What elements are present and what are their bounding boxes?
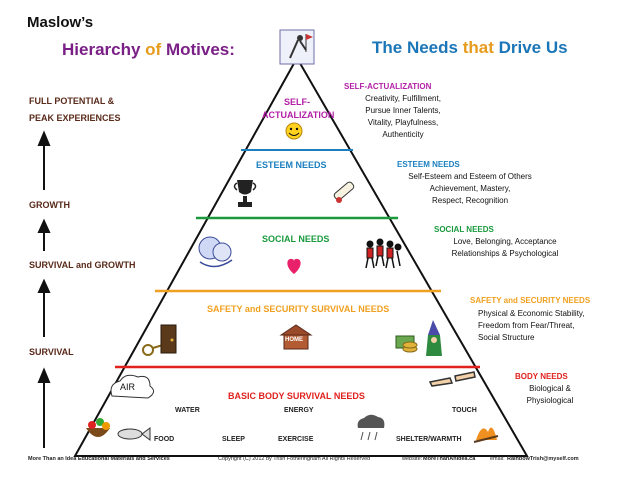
trophy-icon — [233, 180, 257, 207]
house-icon — [279, 324, 313, 350]
label-full-potential: FULL POTENTIAL & PEAK EXPERIENCES — [29, 93, 121, 127]
side-self-line: Vitality, Playfulness, — [367, 118, 439, 127]
footer-email-label: email: — [490, 456, 505, 462]
side-esteem-line: Self-Esteem and Esteem of Others — [408, 172, 532, 181]
side-social-body: Love, Belonging, Acceptance Relationship… — [440, 236, 570, 260]
title-needs-prefix: The Needs — [372, 38, 463, 57]
climber-icon — [279, 29, 315, 65]
tier-esteem: ESTEEM NEEDS — [256, 160, 327, 170]
campfire-icon — [473, 427, 499, 443]
money-icon — [395, 335, 418, 353]
side-self-body: Creativity, Fulfillment, Pursue Inner Ta… — [353, 93, 453, 141]
footer-org: More Than an Idea Educational Materials … — [28, 456, 170, 462]
side-social-line: Relationships & Psychological — [451, 249, 559, 258]
touch-label: TOUCH — [452, 407, 477, 414]
water-label: WATER — [175, 407, 200, 414]
side-esteem-line: Achievement, Mastery, — [429, 184, 511, 193]
sleep-label: SLEEP — [222, 436, 245, 443]
label-survival-growth: SURVIVAL and GROWTH — [29, 260, 136, 270]
title-needs: The Needs that Drive Us — [372, 38, 568, 58]
side-self-line: Creativity, Fulfillment, — [365, 94, 441, 103]
fruit-basket-icon — [86, 418, 110, 437]
tier-self-line1: SELF- — [284, 97, 310, 107]
side-body-line: Biological & — [529, 384, 571, 393]
side-safety-line: Social Structure — [478, 333, 535, 342]
side-safety-body: Physical & Economic Stability, Freedom f… — [478, 308, 598, 344]
label-full-potential-line2: PEAK EXPERIENCES — [29, 113, 121, 123]
side-body-line: Physiological — [526, 396, 574, 405]
label-survival: SURVIVAL — [29, 347, 74, 357]
shelter-label: SHELTER/WARMTH — [396, 436, 462, 443]
side-body-body: Biological & Physiological — [515, 383, 585, 407]
side-safety-line: Freedom from Fear/Threat, — [478, 321, 575, 330]
air-label: AIR — [120, 382, 136, 392]
growth-arrows — [37, 130, 51, 448]
side-esteem-line: Respect, Recognition — [431, 196, 509, 205]
tier-self-line2: ACTUALIZATION — [262, 110, 335, 120]
side-social-head: SOCIAL NEEDS — [434, 225, 494, 234]
side-esteem-body: Self-Esteem and Esteem of Others Achieve… — [400, 171, 540, 207]
wizard-icon — [426, 320, 442, 356]
smiley-icon — [285, 122, 303, 140]
footer-website-label: website: — [402, 456, 423, 462]
label-growth: GROWTH — [29, 200, 70, 210]
side-social-line: Love, Belonging, Acceptance — [453, 237, 557, 246]
label-full-potential-line1: FULL POTENTIAL & — [29, 96, 115, 106]
title-maslow: Maslow’s — [27, 14, 94, 31]
pyramid-outline — [73, 55, 529, 457]
footer-website[interactable]: MoreThanAnIdea.ca — [423, 456, 476, 462]
exercise-label: EXERCISE — [278, 436, 314, 443]
tier-basic: BASIC BODY SURVIVAL NEEDS — [228, 391, 365, 401]
energy-label: ENERGY — [284, 407, 314, 414]
rain-cloud-icon — [357, 414, 385, 441]
hands-touching-icon — [428, 371, 476, 387]
tier-social: SOCIAL NEEDS — [262, 234, 330, 244]
title-hierarchy-of: of — [145, 40, 162, 59]
footer-copyright: Copyright (C) 2012 by Trish Fotheringham… — [218, 456, 371, 462]
title-needs-that: that — [462, 38, 494, 57]
cloud-icon — [110, 374, 154, 399]
title-hierarchy-suffix: Motives: — [161, 40, 235, 59]
tier-self-actualization: SELF- ACTUALIZATION — [262, 96, 335, 122]
side-esteem-head: ESTEEM NEEDS — [397, 160, 460, 169]
door-icon — [160, 324, 177, 354]
side-body-head: BODY NEEDS — [515, 372, 568, 381]
fish-icon — [117, 427, 151, 441]
footer-email[interactable]: RainbowTrish@myself.com — [507, 456, 579, 462]
dancing-people-icon — [365, 238, 402, 269]
side-safety-line: Physical & Economic Stability, — [478, 309, 585, 318]
heart-icon — [287, 258, 301, 274]
food-label: FOOD — [154, 436, 175, 443]
title-hierarchy: Hierarchy of Motives: — [62, 40, 235, 60]
side-self-line: Authenticity — [382, 130, 424, 139]
diploma-icon — [333, 181, 355, 203]
title-hierarchy-prefix: Hierarchy — [62, 40, 146, 59]
hugging-people-icon — [198, 236, 233, 268]
side-self-head: SELF-ACTUALIZATION — [344, 82, 432, 91]
title-needs-suffix: Drive Us — [493, 38, 568, 57]
side-safety-head: SAFETY and SECURITY NEEDS — [470, 296, 591, 305]
tier-safety: SAFETY and SECURITY SURVIVAL NEEDS — [207, 304, 390, 314]
home-label: HOME — [285, 337, 303, 343]
side-self-line: Pursue Inner Talents, — [365, 106, 441, 115]
